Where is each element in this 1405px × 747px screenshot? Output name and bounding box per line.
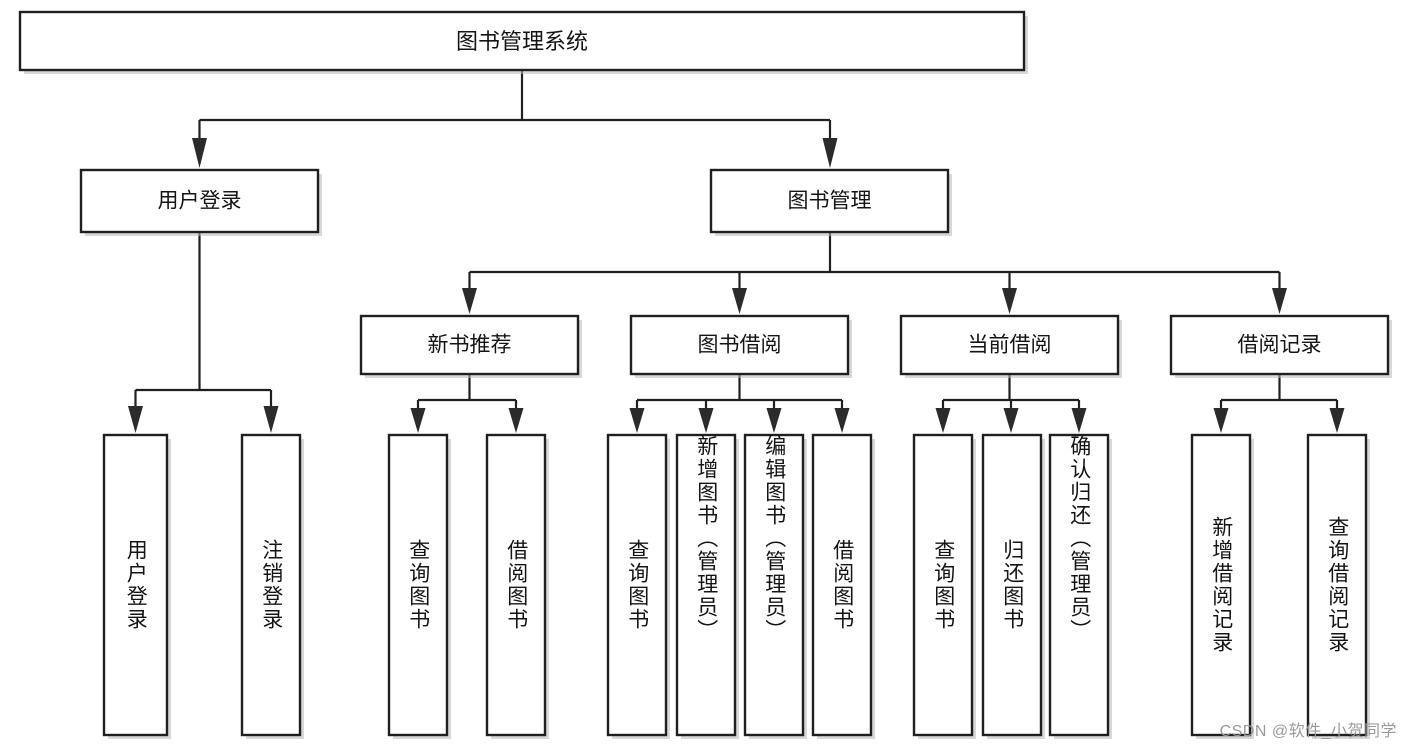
watermark-text: CSDN @软件_小贺同学 <box>1219 723 1397 740</box>
connector-group-user-login <box>128 232 279 433</box>
leaf-confirm-return-rect[interactable] <box>1048 433 1110 737</box>
node-user-login[interactable]: 用户登录 <box>79 168 322 236</box>
arrow-head-book-manage <box>822 138 838 168</box>
node-root[interactable]: 图书管理系统 <box>18 10 1028 74</box>
arrow-head-leaf-borrow-book-1 <box>508 408 524 433</box>
node-user-login-label: 用户登录 <box>158 190 242 213</box>
node-book-borrow[interactable]: 图书借阅 <box>629 314 852 378</box>
node-root-label: 图书管理系统 <box>456 29 588 54</box>
leaf-query-book-2-rect[interactable] <box>606 433 668 737</box>
node-current-borrow-label: 当前借阅 <box>968 334 1052 357</box>
arrow-head-leaf-confirm-return <box>1071 408 1087 433</box>
connector-group-new-book-rec <box>410 374 524 433</box>
leaf-borrow-book-1-rect[interactable] <box>485 433 547 737</box>
arrow-head-leaf-query-book-3 <box>935 408 951 433</box>
node-new-book-rec-rect[interactable] <box>359 314 580 376</box>
arrow-head-borrow-record <box>1272 288 1287 314</box>
node-book-manage-rect[interactable] <box>709 168 950 234</box>
node-book-manage-label: 图书管理 <box>788 190 872 213</box>
leaf-add-book-rect[interactable] <box>675 433 737 737</box>
node-borrow-record-rect[interactable] <box>1169 314 1390 376</box>
arrow-head-leaf-borrow-book-2 <box>834 408 850 433</box>
arrow-head-leaf-logout <box>263 406 279 433</box>
node-current-borrow-rect[interactable] <box>899 314 1120 376</box>
connector-group-root <box>192 70 838 168</box>
arrow-head-leaf-add-record <box>1213 408 1229 433</box>
leaf-user-login-rect[interactable] <box>102 433 169 737</box>
leaf-add-record-rect[interactable] <box>1190 433 1252 737</box>
leaf-rect-group <box>102 433 1370 739</box>
node-root-rect[interactable] <box>18 10 1026 72</box>
leaf-edit-book-rect[interactable] <box>743 433 805 737</box>
node-borrow-record[interactable]: 借阅记录 <box>1169 314 1392 378</box>
connector-group-book-borrow <box>629 374 850 433</box>
leaf-return-book-rect[interactable] <box>981 433 1043 737</box>
node-current-borrow[interactable]: 当前借阅 <box>899 314 1122 378</box>
arrow-head-book-borrow <box>732 288 747 314</box>
arrow-head-leaf-return-book <box>1003 408 1019 433</box>
node-new-book-rec-label: 新书推荐 <box>428 334 512 357</box>
connector-group-borrow-record <box>1213 374 1345 433</box>
arrow-head-leaf-query-book-1 <box>410 408 426 433</box>
arrow-head-current-borrow <box>1002 288 1017 314</box>
leaf-logout-rect[interactable] <box>240 433 302 737</box>
arrow-head-leaf-query-book-2 <box>629 408 645 433</box>
arrow-head-new-book-rec <box>462 288 477 314</box>
connector-group-book-manage <box>462 232 1287 314</box>
node-book-borrow-rect[interactable] <box>629 314 850 376</box>
node-new-book-rec[interactable]: 新书推荐 <box>359 314 582 378</box>
arrow-head-leaf-add-book <box>698 408 714 433</box>
arrow-head-user-login <box>192 138 207 168</box>
arrow-head-leaf-edit-book <box>766 408 782 433</box>
node-borrow-record-label: 借阅记录 <box>1238 334 1322 357</box>
arrow-head-leaf-query-record <box>1329 408 1345 433</box>
connector-group-current-borrow <box>935 374 1087 433</box>
node-book-borrow-label: 图书借阅 <box>698 334 782 357</box>
leaf-query-record-rect[interactable] <box>1306 433 1368 737</box>
node-book-manage[interactable]: 图书管理 <box>709 168 952 236</box>
leaf-borrow-book-2-rect[interactable] <box>811 433 873 737</box>
leaf-query-book-3-rect[interactable] <box>912 433 974 737</box>
leaf-query-book-1-rect[interactable] <box>387 433 449 737</box>
arrow-head-leaf-user-login <box>128 406 143 433</box>
node-user-login-rect[interactable] <box>79 168 320 234</box>
